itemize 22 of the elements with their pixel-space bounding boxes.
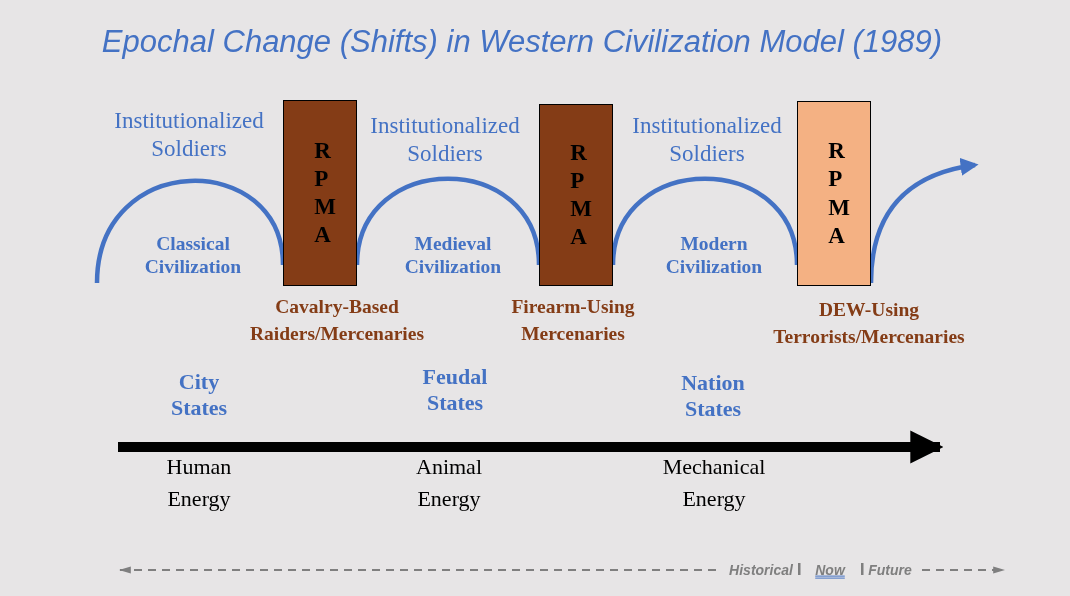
- box-caption: DEW-Using Terrorists/Mercenaries: [772, 297, 966, 349]
- energy-label: Animal Energy: [415, 453, 483, 513]
- timeline-label: Now: [815, 561, 845, 579]
- energy-label: Mechanical Energy: [661, 453, 767, 513]
- state-label: City States: [169, 368, 229, 422]
- box-caption: Firearm-Using Mercenaries: [510, 294, 636, 346]
- era-label: Institutionalized Soldiers: [113, 107, 265, 163]
- era-box: R P M A: [539, 104, 613, 286]
- state-label: Nation States: [680, 369, 746, 423]
- era-label: Institutionalized Soldiers: [631, 112, 783, 168]
- era-label: Institutionalized Soldiers: [369, 112, 521, 168]
- era-box: R P M A: [283, 100, 357, 286]
- energy-label: Human Energy: [165, 453, 233, 513]
- civilization-label: Classical Civilization: [143, 231, 243, 279]
- title: Epochal Change (Shifts) in Western Civilization Model (1989): [101, 23, 943, 61]
- civilization-label: Medieval Civilization: [403, 231, 503, 279]
- box-caption: Cavalry-Based Raiders/Mercenaries: [249, 294, 425, 346]
- state-label: Feudal States: [421, 363, 489, 417]
- timeline-label: Future: [868, 561, 912, 579]
- era-box: R P M A: [797, 101, 871, 286]
- civilization-label: Modern Civilization: [664, 231, 764, 279]
- timeline-label: Historical: [729, 561, 793, 579]
